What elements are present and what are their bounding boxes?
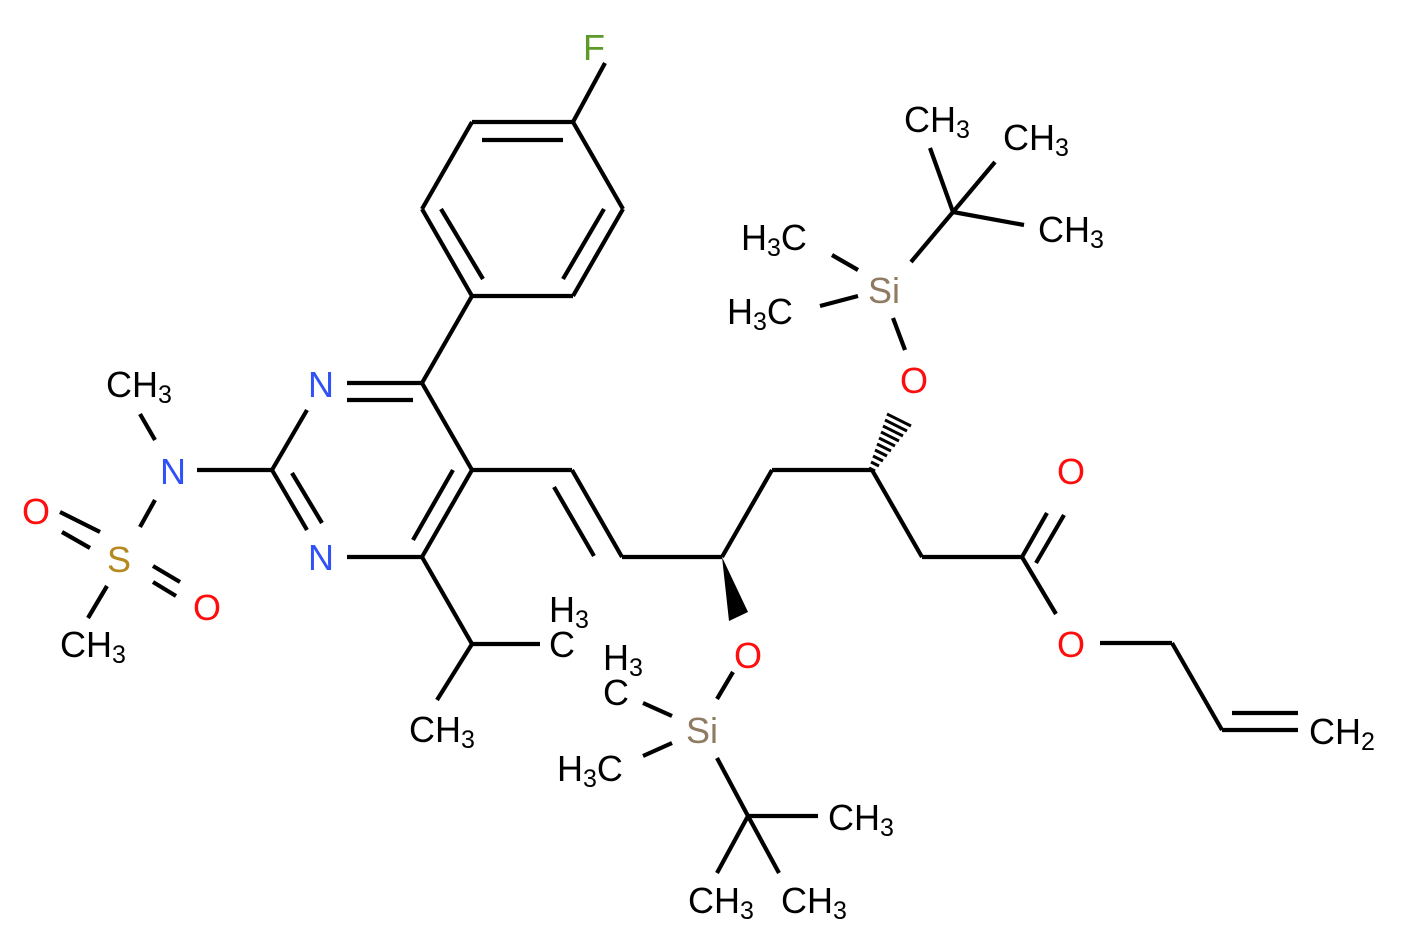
si-lower-methyl-1-c: C — [603, 672, 629, 713]
tbu-upper-methyl-3: CH3 — [1038, 209, 1104, 254]
si-lower-methyl-2: H3C — [557, 748, 623, 793]
si-upper-methyl-2: H3C — [727, 291, 793, 336]
pyrimidine-n-bottom: N — [308, 537, 334, 578]
sulfur-label: S — [107, 539, 131, 580]
bonds — [59, 61, 1298, 875]
sulfonyl-oxygen-2: O — [193, 587, 221, 628]
amine-n-label: N — [160, 451, 186, 492]
atom-labels: F N N N S O O CH3 CH3 H3 C CH3 O Si H3C … — [22, 27, 1375, 925]
pyrimidine-n-top: N — [308, 364, 334, 405]
sulfonyl-oxygen-1: O — [22, 491, 50, 532]
tbs-upper-silicon: Si — [868, 270, 900, 311]
hash-bond — [868, 412, 912, 473]
tbu-lower-methyl-1: CH3 — [828, 797, 894, 842]
ester-oxygen: O — [1057, 624, 1085, 665]
tbu-upper-methyl-1: CH3 — [904, 99, 970, 144]
tbs-lower-oxygen: O — [734, 635, 762, 676]
si-upper-methyl-1: H3C — [741, 217, 807, 262]
tbu-lower-methyl-2: CH3 — [688, 880, 754, 925]
wedge-bond — [722, 557, 748, 621]
fluorine-label: F — [583, 27, 605, 68]
ipr-methyl-down: CH3 — [409, 709, 475, 754]
tbu-lower-methyl-3: CH3 — [781, 880, 847, 925]
terminal-ch2: CH2 — [1309, 711, 1375, 756]
tbs-upper-oxygen: O — [900, 360, 928, 401]
tbu-upper-methyl-2: CH3 — [1003, 117, 1069, 162]
si-lower-methyl-1-h3: H3 — [603, 637, 643, 682]
s-methyl-label: CH3 — [60, 624, 126, 669]
ipr-methyl-up-c: C — [549, 624, 575, 665]
tbs-lower-silicon: Si — [686, 710, 718, 751]
carbonyl-oxygen: O — [1057, 451, 1085, 492]
ipr-methyl-up-h3: H3 — [549, 589, 589, 634]
n-methyl-label: CH3 — [106, 364, 172, 409]
